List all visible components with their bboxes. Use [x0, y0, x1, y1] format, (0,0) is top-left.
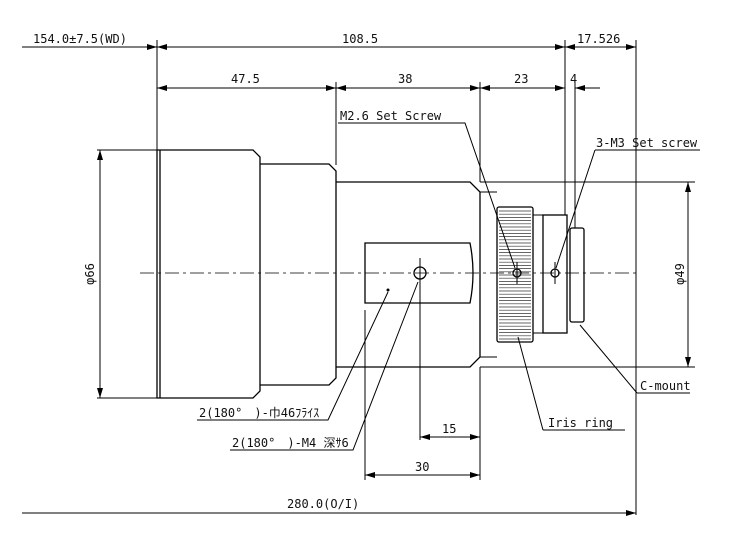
- rear-ring: [542, 214, 568, 334]
- dimension-lines: [22, 44, 691, 516]
- dim-17-526: 17.526: [577, 32, 620, 46]
- dim-23: 23: [514, 72, 528, 86]
- second-barrel: [260, 163, 337, 386]
- callout-m4-tap: 2(180° )-M4 深ｻ6: [232, 436, 349, 450]
- dim-phi49: φ49: [673, 263, 687, 285]
- extension-lines: [97, 40, 695, 515]
- dim-4: 4: [570, 72, 577, 86]
- dim-phi66: φ66: [83, 263, 97, 285]
- callout-c-mount: C-mount: [640, 379, 691, 393]
- c-mount-thread: [569, 227, 585, 323]
- callout-m3-set-screw: 3-M3 Set screw: [596, 136, 698, 150]
- dim-15: 15: [442, 422, 456, 436]
- mid-barrel: [336, 181, 481, 368]
- callout-iris-ring: Iris ring: [548, 416, 613, 430]
- dim-47-5: 47.5: [231, 72, 260, 86]
- dim-30: 30: [415, 460, 429, 474]
- callout-flat: 2(180° )-巾46ﾌﾗｲｽ: [199, 406, 319, 420]
- lens-body: [140, 149, 636, 399]
- callout-m26-set-screw: M2.6 Set Screw: [340, 109, 442, 123]
- front-barrel: [156, 149, 261, 399]
- iris-ring-knurl: [496, 206, 534, 343]
- flat-face: [364, 242, 474, 304]
- dim-38: 38: [398, 72, 412, 86]
- callout-leaders: [197, 122, 700, 451]
- dim-wd: 154.0±7.5(WD): [33, 32, 127, 46]
- dim-280: 280.0(O/I): [287, 497, 359, 511]
- dim-108-5: 108.5: [342, 32, 378, 46]
